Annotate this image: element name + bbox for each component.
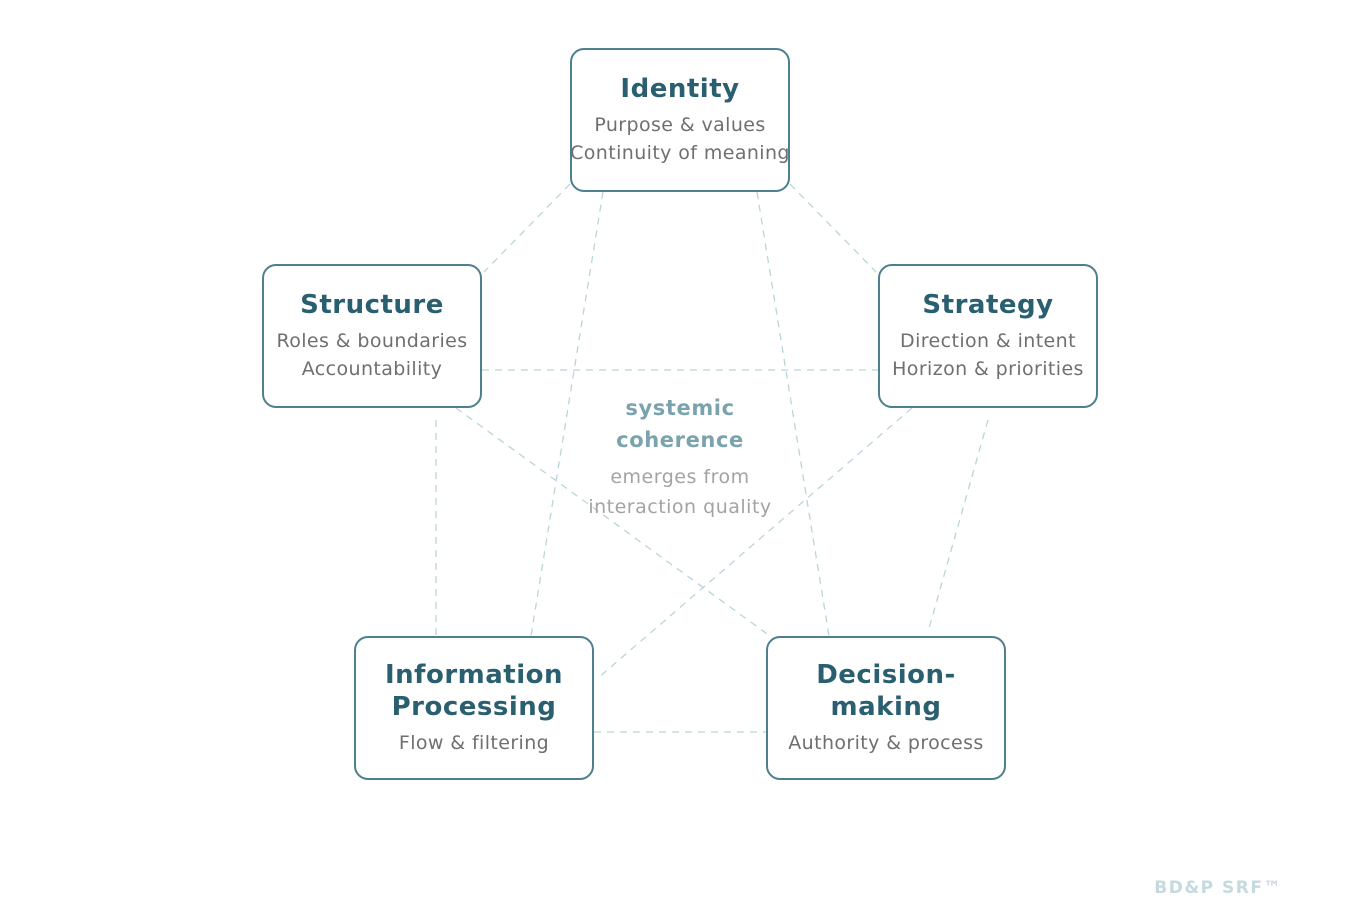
connector-identity-info <box>530 191 604 637</box>
node-line: Authority & process <box>788 732 984 754</box>
node-line: Continuity of meaning <box>570 142 790 164</box>
node-information-processing: Information Processing Flow & filtering <box>354 636 594 780</box>
node-line: Direction & intent <box>900 330 1076 352</box>
center-title-line: systemic <box>625 396 735 420</box>
node-line: Horizon & priorities <box>892 358 1084 380</box>
node-line: Flow & filtering <box>398 732 550 754</box>
connector-identity-structure <box>483 183 571 273</box>
center-subtitle: emerges from interaction quality <box>540 462 820 522</box>
node-identity: Identity Purpose & values Continuity of … <box>570 48 790 192</box>
connector-identity-decision <box>756 191 830 637</box>
node-line: Accountability <box>301 358 443 380</box>
node-decision-making: Decision- making Authority & process <box>766 636 1006 780</box>
node-line: Purpose & values <box>594 114 766 136</box>
node-line: Roles & boundaries <box>276 330 468 352</box>
watermark: BD&P SRF™ <box>1154 878 1282 898</box>
center-subtitle-line: interaction quality <box>588 496 772 518</box>
node-title: Identity <box>620 74 740 104</box>
node-title: Structure <box>300 290 444 320</box>
connector-strategy-decision <box>927 419 989 633</box>
center-title-line: coherence <box>616 428 744 452</box>
center-label: systemic coherence emerges from interact… <box>540 392 820 522</box>
center-subtitle-line: emerges from <box>610 466 750 488</box>
connector-strategy-info <box>597 407 913 679</box>
node-title: Information Processing <box>384 660 564 722</box>
connector-identity-strategy <box>789 183 877 273</box>
node-strategy: Strategy Direction & intent Horizon & pr… <box>878 264 1098 408</box>
node-title: Strategy <box>922 290 1054 320</box>
node-title: Decision- making <box>816 660 956 722</box>
center-title: systemic coherence <box>540 392 820 456</box>
node-structure: Structure Roles & boundaries Accountabil… <box>262 264 482 408</box>
